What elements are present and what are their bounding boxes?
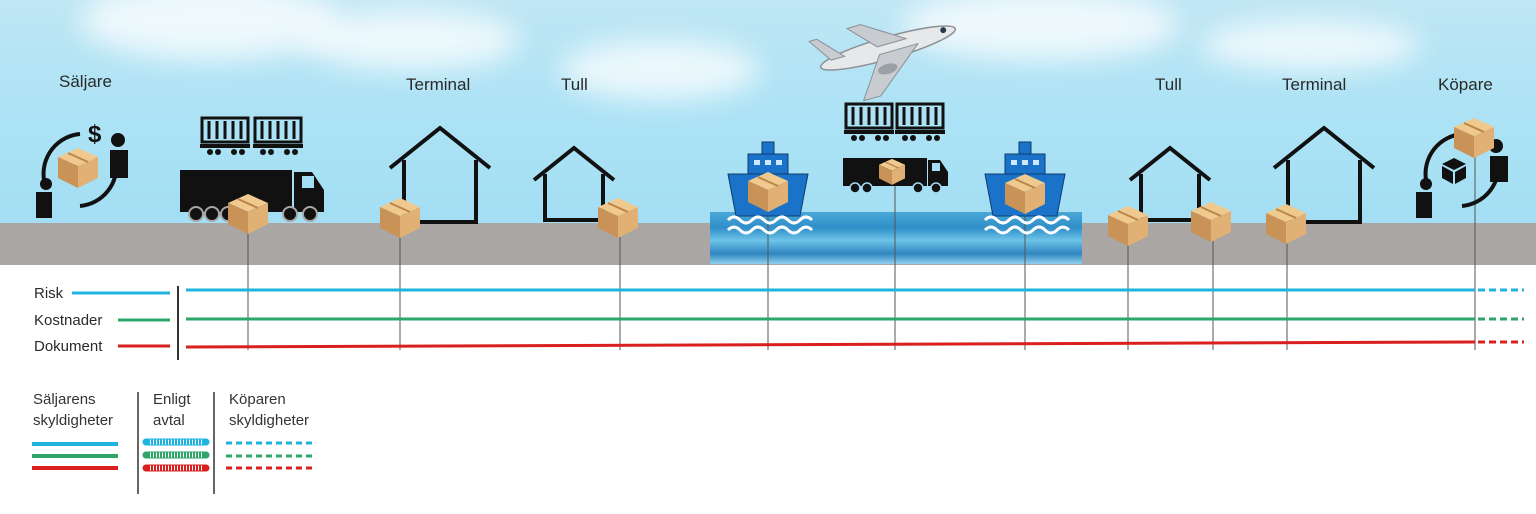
legend-buyer-line1: Köparen — [229, 391, 286, 408]
warehouse-destination-icon — [1272, 125, 1376, 224]
warehouse-icon — [388, 125, 492, 224]
connector-lines — [247, 140, 1476, 350]
label-buyer: Köpare — [1438, 75, 1493, 94]
legend-buyer-line2: skyldigheter — [229, 412, 310, 429]
customs-origin-icon — [532, 145, 616, 222]
label-terminal-destination: Terminal — [1282, 75, 1347, 94]
legend-seller-line1: Säljarens — [33, 391, 96, 408]
row-label-costs: Kostnader — [34, 312, 103, 329]
legend-agreement-line1: Enligt — [153, 391, 191, 408]
row-label-documents: Dokument — [34, 338, 103, 355]
label-customs-destination: Tull — [1155, 75, 1182, 94]
obligation-lines — [72, 286, 1524, 360]
airplane-icon — [808, 24, 957, 102]
buyer-exchange-icon — [1416, 132, 1508, 218]
legend-seller-line2: skyldigheter — [33, 412, 114, 429]
legend-agreement-line2: avtal — [153, 412, 185, 429]
label-terminal-origin: Terminal — [406, 75, 471, 94]
label-seller: Säljare — [59, 72, 112, 91]
customs-destination-icon — [1128, 145, 1212, 222]
legend-seller: Säljarens skyldigheter — [33, 389, 113, 431]
legend-buyer: Köparen skyldigheter — [229, 389, 309, 431]
row-label-risk: Risk — [34, 285, 64, 302]
label-customs-origin: Tull — [561, 75, 588, 94]
box-icon — [57, 147, 99, 189]
legend-swatches — [32, 392, 312, 494]
legend-agreement: Enligt avtal — [153, 389, 191, 431]
train-icon — [198, 116, 252, 157]
seller-exchange-icon: $ — [36, 121, 128, 218]
svg-text:$: $ — [88, 121, 102, 148]
